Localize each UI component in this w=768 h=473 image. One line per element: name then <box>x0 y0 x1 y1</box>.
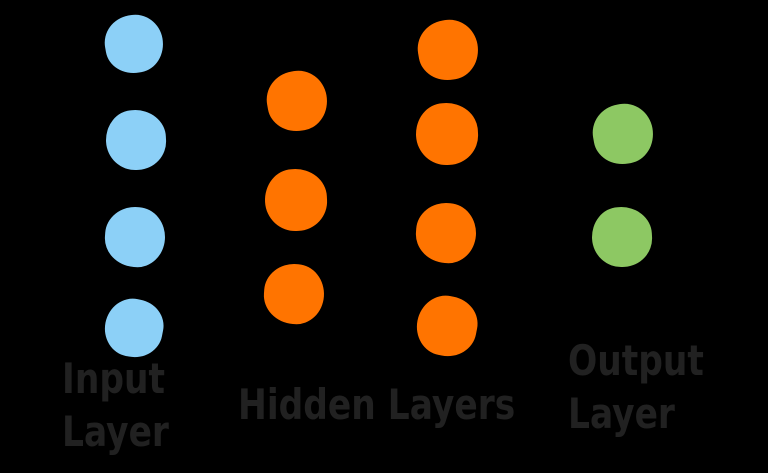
hidden-layer-1-node-3 <box>258 258 330 330</box>
input-layer-label-line1: Input <box>62 354 165 403</box>
output-layer-label-line2: Layer <box>568 389 675 438</box>
hidden-layers-label: Hidden Layers <box>238 378 515 431</box>
input-layer-node-1 <box>96 6 172 82</box>
hidden-layer-1-node-2 <box>260 164 332 236</box>
output-layer-node-2 <box>587 202 657 272</box>
input-layer-label-line2: Layer <box>62 407 169 456</box>
output-layer-label-line1: Output <box>568 336 704 385</box>
hidden-layer-1-node-1 <box>258 62 336 140</box>
input-layer-node-3 <box>99 201 171 273</box>
output-layer-label: Output Layer <box>568 334 704 440</box>
output-layer-node-1 <box>584 95 662 173</box>
input-layer-node-2 <box>101 105 171 175</box>
hidden-layer-2-node-2 <box>411 98 483 170</box>
hidden-layer-2-node-4 <box>408 287 486 365</box>
hidden-layer-2-node-3 <box>410 197 482 269</box>
hidden-layer-2-node-1 <box>409 11 487 89</box>
hidden-layers-label-line1: Hidden Layers <box>238 380 516 429</box>
input-layer-label: Input Layer <box>62 352 169 458</box>
